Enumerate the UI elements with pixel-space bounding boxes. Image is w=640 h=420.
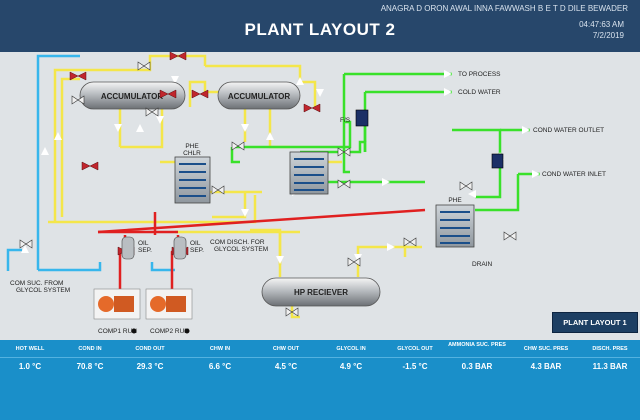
header-disch-pres: DISCH. PRES (592, 346, 628, 352)
value-chw-out: 4.5 °C (274, 362, 298, 371)
page-title: PLANT LAYOUT 2 (244, 20, 396, 39)
header-time: 04:47:63 AM (579, 20, 624, 29)
comp1-status-indicator (131, 328, 137, 334)
compressor-1[interactable]: COMP1 RUN (93, 288, 141, 335)
header-cond-in: COND IN (78, 346, 102, 352)
accumulator-2-label: ACCUMULATOR (228, 92, 291, 101)
suction-lines (6, 54, 175, 272)
readings-table: HOT WELL COND IN COND OUT CHW IN CHW OUT… (0, 340, 640, 420)
process-diagram: ACCUMULATOR ACCUMULATOR HP RECIEVER PHE … (6, 52, 606, 335)
accumulator-1[interactable]: ACCUMULATOR (79, 81, 186, 110)
value-chw-suc-pres: 4.3 BAR (530, 362, 562, 371)
cold-water-label: COLD WATER (458, 89, 501, 96)
header-glycol-in: GLYCOL IN (336, 346, 366, 352)
phe-condenser[interactable]: PHE (435, 197, 475, 248)
phe-chiller-label-2: CHLR (183, 150, 201, 157)
header-chw-in: CHW IN (209, 346, 231, 352)
value-ammonia-suc-pres: 0.3 BAR (461, 362, 493, 371)
header-bar: PLANT LAYOUT 2 ANAGRA D ORON AWAL INNA F… (0, 0, 640, 52)
com-suc-label-1: COM SUC. FROM (10, 280, 63, 287)
header-date: 7/2/2019 (592, 31, 624, 40)
accumulator-1-label: ACCUMULATOR (101, 92, 164, 101)
phe-condenser-label: PHE (448, 197, 462, 204)
flow-switch-label: F/S (340, 117, 351, 124)
value-cond-out: 29.3 °C (136, 362, 164, 371)
value-hot-well: 1.0 °C (18, 362, 42, 371)
value-chw-in: 6.6 °C (208, 362, 232, 371)
value-glycol-in: 4.9 °C (339, 362, 363, 371)
cond-water-inlet-label: COND WATER INLET (542, 171, 606, 178)
header-chw-out: CHW OUT (272, 346, 300, 352)
comp1-run-label: COMP1 RUN (98, 328, 137, 335)
drain-label: DRAIN (472, 261, 493, 268)
header-chw-suc-pres: CHW SUC. PRES (523, 346, 569, 352)
valves-grey[interactable] (19, 61, 517, 317)
header-glycol-out: GLYCOL OUT (397, 346, 433, 352)
oil-sep-1-line2: SEP. (138, 247, 152, 254)
cond-water-outlet-label: COND WATER OUTLET (533, 127, 604, 134)
com-disch-label-2: GLYCOL SYSTEM (214, 246, 268, 253)
header-cond-out: COND OUT (135, 346, 165, 352)
header-hot-well: HOT WELL (15, 346, 45, 352)
plant-layout-1-button[interactable]: PLANT LAYOUT 1 (552, 312, 638, 333)
oil-sep-2-line2: SEP. (190, 247, 204, 254)
com-disch-label-1: COM DISCH. FOR (210, 239, 265, 246)
oil-sep-2-line1: OIL (190, 240, 201, 247)
phe-glycol[interactable] (289, 151, 329, 195)
hp-receiver-label: HP RECIEVER (294, 288, 348, 297)
value-disch-pres: 11.3 BAR (592, 362, 628, 371)
comp2-run-label: COMP2 RUN (150, 328, 189, 335)
comp2-status-indicator (184, 328, 190, 334)
value-glycol-out: -1.5 °C (402, 362, 428, 371)
table-divider (0, 357, 640, 358)
hp-receiver[interactable]: HP RECIEVER (261, 277, 381, 307)
header-ammonia-suc-pres: AMMONIA SUC. PRES (448, 342, 506, 348)
oil-separator-1[interactable]: OIL SEP. (121, 236, 152, 260)
to-process-label: TO PROCESS (458, 71, 501, 78)
flow-switch[interactable]: F/S (340, 109, 369, 127)
value-cond-in: 70.8 °C (76, 362, 104, 371)
water-lines (230, 72, 540, 212)
accumulator-2[interactable]: ACCUMULATOR (217, 81, 301, 110)
header-info-text: ANAGRA D ORON AWAL INNA FAWWASH B E T D … (380, 4, 628, 13)
flow-meter[interactable] (491, 153, 504, 169)
phe-chiller[interactable]: PHE CHLR (174, 143, 211, 204)
flow-arrows (21, 70, 540, 264)
oil-sep-1-line1: OIL (138, 240, 149, 247)
com-suc-label-2: GLYCOL SYSTEM (16, 287, 70, 294)
phe-chiller-label-1: PHE (185, 143, 199, 150)
oil-separator-2[interactable]: OIL SEP. (173, 236, 204, 260)
compressor-2[interactable]: COMP2 RUN (145, 288, 193, 335)
